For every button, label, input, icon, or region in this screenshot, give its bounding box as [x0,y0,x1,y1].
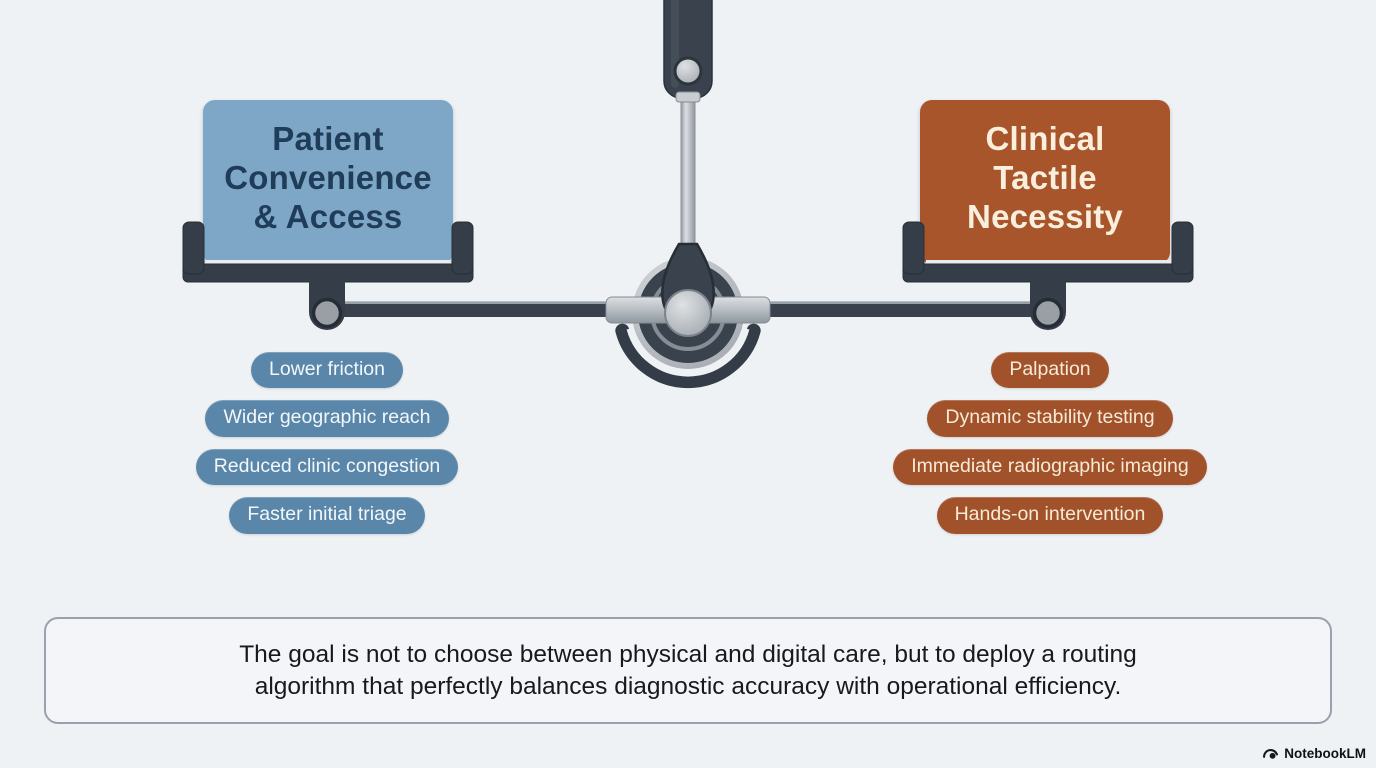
brand-footer: NotebookLM [1262,745,1366,762]
tag-pill: Immediate radiographic imaging [893,448,1207,486]
brand-name: NotebookLM [1284,746,1366,761]
left-card: Patient Convenience & Access [203,100,453,264]
tag-pill: Faster initial triage [229,497,425,534]
tag-pill: Lower friction [251,352,403,389]
right-card-title: Clinical Tactile Necessity [967,120,1123,235]
notebooklm-logo-icon [1263,749,1279,759]
right-card: Clinical Tactile Necessity [920,100,1170,264]
left-tags-list: Lower friction Wider geographic reach Re… [27,352,627,534]
tag-pill: Wider geographic reach [205,400,449,437]
tag-pill: Hands-on intervention [936,497,1164,534]
tag-pill: Palpation [991,352,1109,389]
tag-pill: Dynamic stability testing [927,400,1173,437]
quote-text: The goal is not to choose between physic… [239,640,1137,700]
quote-box: The goal is not to choose between physic… [44,617,1332,724]
tag-pill: Reduced clinic congestion [195,448,459,486]
right-tags-list: Palpation Dynamic stability testing Imme… [750,352,1350,534]
left-card-title: Patient Convenience & Access [224,120,432,235]
